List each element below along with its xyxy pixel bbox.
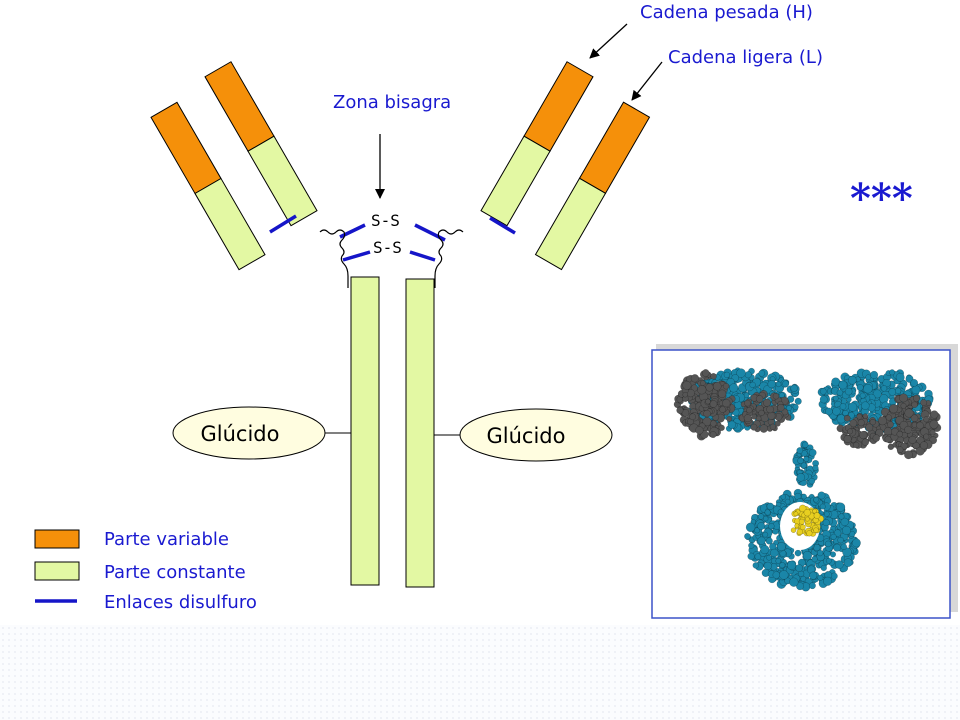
left-glycan-ellipse [172, 406, 326, 460]
heavy-chain-arrow [589, 23, 628, 59]
left-hinge-coil [319, 229, 349, 288]
legend-variable-swatch [34, 529, 80, 549]
left-glycan-label: Glúcido [201, 422, 280, 446]
heavy-chain-label: Cadena pesada (H) [640, 2, 813, 23]
light-chain-arrow [631, 61, 663, 101]
legend: Parte variable Parte constante Enlaces d… [34, 529, 257, 613]
bottom-background [0, 625, 960, 720]
fc-right-heavy-chain [405, 278, 435, 588]
right-glycan-label: Glúcido [487, 424, 566, 448]
ss-bond-label-2: S-S [373, 238, 402, 257]
protein-molecule [673, 367, 942, 592]
right-heavy-constant-domain [480, 135, 551, 227]
right-light-chain [534, 101, 651, 271]
left-heavy-variable-domain [204, 61, 275, 152]
left-heavy-constant-domain [247, 135, 318, 227]
right-hinge-coil [434, 229, 464, 288]
legend-disulfide-label: Enlaces disulfuro [104, 592, 257, 613]
right-heavy-variable-domain [523, 61, 594, 152]
right-light-constant-domain [534, 177, 607, 271]
light-chain-label: Cadena ligera (L) [668, 47, 823, 68]
legend-constant-label: Parte constante [104, 562, 246, 583]
left-light-heavy-disulfide-bond [269, 214, 297, 234]
legend-constant-swatch [34, 561, 80, 581]
fc-left-heavy-chain [350, 276, 380, 586]
legend-variable-label: Parte variable [104, 529, 229, 550]
stars-mark: *** [850, 175, 913, 222]
right-light-variable-domain [578, 101, 651, 195]
right-heavy-chain [480, 61, 594, 227]
right-light-heavy-disulfide-bond [489, 216, 516, 235]
left-light-variable-domain [150, 101, 222, 195]
left-light-chain [150, 101, 266, 271]
left-heavy-chain [204, 61, 318, 227]
hinge-label: Zona bisagra [333, 92, 451, 113]
right-glycan-ellipse [459, 408, 613, 462]
left-light-constant-domain [194, 177, 266, 271]
ss-bond-label-1: S-S [371, 211, 400, 230]
protein-structure-image [651, 344, 958, 619]
